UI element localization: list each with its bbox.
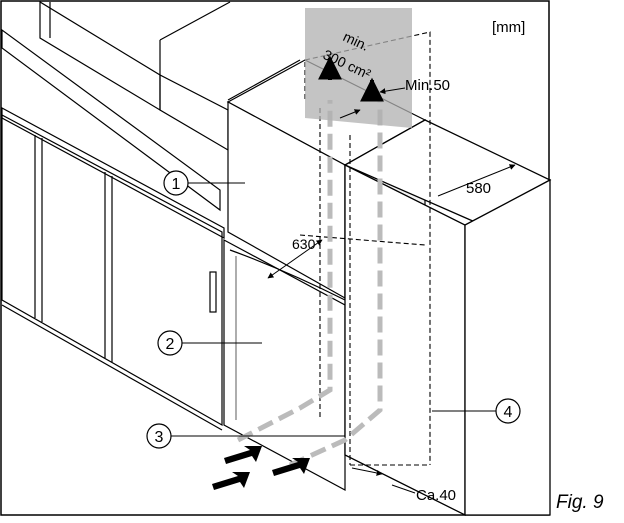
exhaust-zone bbox=[305, 8, 412, 128]
figure-caption: Fig. 9 bbox=[556, 492, 604, 513]
callout-2-label: 2 bbox=[166, 336, 175, 353]
callout-1: 1 bbox=[163, 170, 245, 196]
wall-cabinets bbox=[1, 0, 301, 212]
side-cabinet bbox=[343, 119, 552, 517]
exhaust-arrows bbox=[318, 55, 384, 102]
callout-4-label: 4 bbox=[504, 404, 513, 421]
bottom-gap-label: Ca.40 bbox=[416, 487, 456, 504]
dimension-lines bbox=[267, 87, 516, 494]
callout-3-label: 3 bbox=[155, 429, 164, 446]
intake-arrows bbox=[212, 446, 310, 490]
depth-630-label: 630 bbox=[292, 236, 316, 252]
depth-580-label: 580 bbox=[466, 180, 491, 197]
airflow-path bbox=[236, 100, 383, 468]
units-label: [mm] bbox=[492, 19, 525, 36]
base-cabinets bbox=[1, 106, 225, 431]
callout-2: 2 bbox=[157, 330, 262, 356]
callout-1-label: 1 bbox=[172, 176, 181, 193]
callout-4: 4 bbox=[432, 398, 521, 424]
top-gap-label: Min.50 bbox=[405, 77, 450, 94]
callout-3: 3 bbox=[146, 423, 345, 449]
appliance-lower bbox=[223, 238, 346, 492]
